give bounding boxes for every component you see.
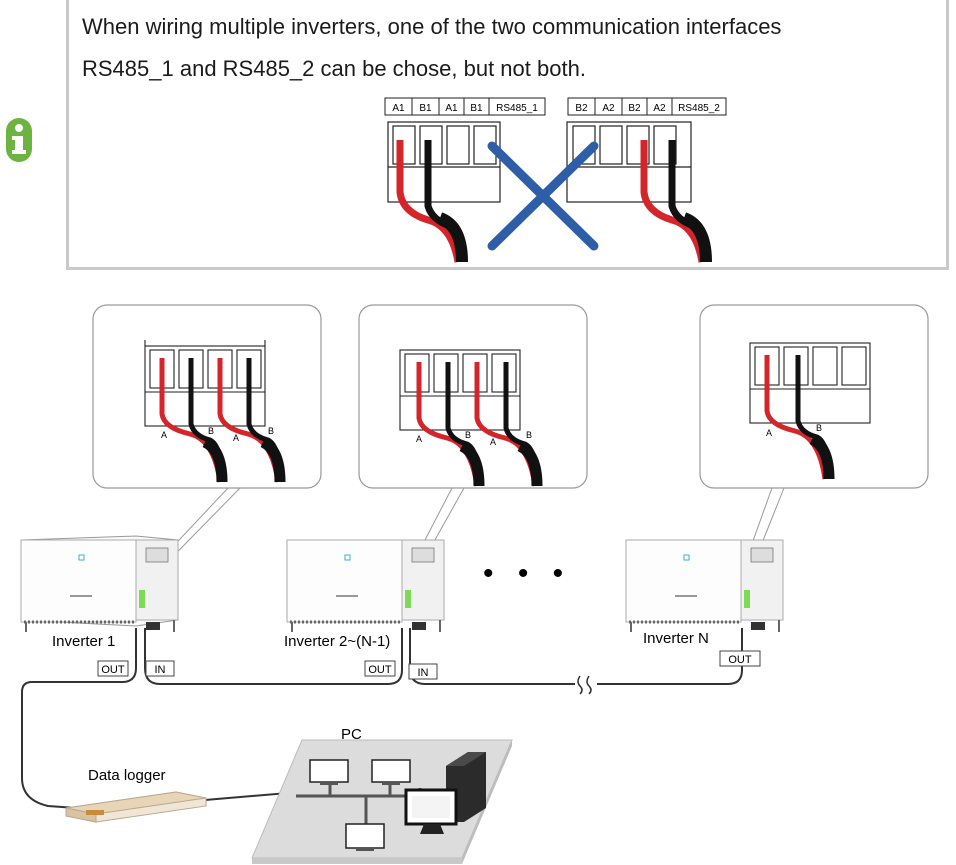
inverter-label: Inverter 1 (52, 633, 115, 650)
info-icon (4, 116, 34, 164)
terminal-label: A1 (392, 103, 405, 114)
desktop-computer-icon (404, 752, 486, 834)
ellipsis: • • • (483, 557, 571, 590)
pc-network (251, 739, 513, 864)
wire-label-b: B (268, 426, 274, 436)
terminal-label: A2 (653, 103, 666, 114)
port-label-out: OUT (728, 654, 752, 666)
callout-inverter-1: A B A B (92, 304, 322, 589)
pc-monitor-icon (309, 759, 349, 785)
terminal-label: RS485_2 (678, 103, 720, 114)
port-out-2 (364, 660, 396, 677)
callout-inverter-n: A B (699, 304, 929, 589)
wire-label-b: B (526, 430, 532, 440)
pc-monitor-icon (345, 823, 385, 851)
wire-label-b: B (465, 430, 471, 440)
note-line-2: RS485_1 and RS485_2 can be chose, but no… (82, 56, 586, 81)
wire-label-a: A (233, 433, 239, 443)
inverter-label: Inverter 2~(N-1) (284, 633, 390, 650)
port-out-1 (97, 660, 129, 677)
terminal-label: B2 (575, 103, 588, 114)
pc-monitor-icon (371, 759, 411, 785)
not-allowed-cross-icon (487, 141, 599, 251)
port-in-1 (145, 660, 175, 677)
terminal-label: A2 (602, 103, 615, 114)
terminal-block-left: A1 B1 A1 B1 RS485_1 (384, 97, 546, 263)
inverter-2 (286, 539, 445, 632)
terminal-block-right: B2 A2 B2 A2 RS485_2 (566, 97, 727, 263)
terminal-label: B2 (628, 103, 641, 114)
inverter-label: Inverter N (643, 630, 709, 647)
wire-label-a: A (490, 437, 496, 447)
terminal-label: B1 (419, 103, 432, 114)
inverter-n (625, 539, 784, 632)
wire-label-a: A (161, 430, 167, 440)
wire-label-b: B (816, 423, 822, 433)
wire-label-b: B (208, 426, 214, 436)
port-out-n (719, 650, 761, 667)
terminal-label: B1 (470, 103, 483, 114)
data-logger-label: Data logger (88, 767, 166, 784)
wire-label-a: A (416, 434, 422, 444)
note-line-1: When wiring multiple inverters, one of t… (82, 14, 782, 39)
data-logger-device (65, 791, 207, 823)
pc-label: PC (341, 726, 362, 743)
cable-break-icon (577, 675, 592, 695)
wire-label-a: A (766, 428, 772, 438)
port-label-out: OUT (101, 664, 125, 676)
port-label-out: OUT (368, 664, 392, 676)
inverter-1 (20, 535, 179, 632)
terminal-label: A1 (445, 103, 458, 114)
callout-inverter-2: A B A B (358, 304, 588, 589)
port-in-2 (408, 663, 438, 680)
terminal-label: RS485_1 (496, 103, 538, 114)
port-label-in: IN (155, 664, 166, 676)
port-label-in: IN (418, 667, 429, 679)
